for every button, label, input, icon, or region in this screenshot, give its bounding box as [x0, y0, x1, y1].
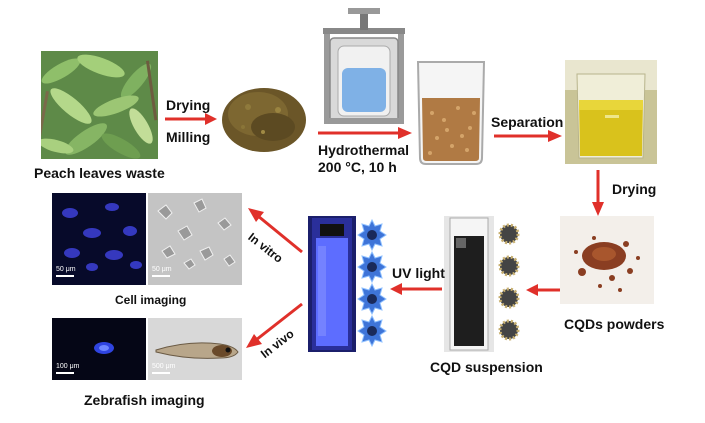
- scale-bar-label: 500 μm: [152, 363, 176, 370]
- cqd-particles-dark: [498, 223, 520, 341]
- conditions-label: 200 °C, 10 h: [318, 159, 397, 175]
- scale-bar-label: 50 μm: [152, 266, 172, 273]
- arrow-suspension-to-uv: [390, 283, 442, 295]
- arrow-liquid-to-powder: [592, 170, 604, 216]
- cell-imaging-label: Cell imaging: [115, 293, 187, 307]
- scale-bar-label: 100 μm: [56, 363, 80, 370]
- arrow-uv-to-invivo: [246, 302, 303, 348]
- drying2-label: Drying: [612, 181, 657, 197]
- zebrafish-brightfield-image: 500 μm: [148, 318, 242, 380]
- milling-label: Milling: [166, 129, 211, 145]
- arrow-beaker-to-liquid: [494, 130, 562, 142]
- scale-bar-label: 50 μm: [56, 266, 76, 273]
- uv-light-label: UV light: [392, 265, 445, 281]
- arrow-uv-to-invitro: [248, 208, 303, 254]
- arrow-leaves-to-powder: [165, 113, 217, 125]
- beaker-mixture-icon: [416, 61, 486, 165]
- zebrafish-fluorescence-image: 100 μm: [52, 318, 146, 380]
- drying-label: Drying: [166, 97, 211, 113]
- arrow-powder-to-beaker: [318, 127, 412, 139]
- cqd-particles-glow: [357, 218, 387, 348]
- yellow-liquid-photo: [565, 60, 657, 164]
- cqd-powders-label: CQDs powders: [564, 316, 665, 332]
- hydrothermal-reactor-icon: [323, 8, 405, 124]
- arrow-powder-to-suspension: [526, 284, 560, 296]
- zebrafish-imaging-label: Zebrafish imaging: [84, 392, 205, 408]
- cqd-suspension-cuvette: [444, 216, 494, 352]
- cqd-powder-photo: [560, 216, 654, 304]
- hydrothermal-label: Hydrothermal: [318, 142, 410, 158]
- cqd-suspension-label: CQD suspension: [430, 359, 543, 375]
- peach-leaves-photo: [41, 51, 158, 159]
- milled-powder-photo: [218, 82, 310, 154]
- peach-leaves-label: Peach leaves waste: [34, 165, 165, 181]
- uv-glow-cuvette: [308, 216, 356, 352]
- cell-fluorescence-image: 50 μm: [52, 193, 146, 285]
- cell-brightfield-image: 50 μm: [148, 193, 242, 285]
- separation-label: Separation: [491, 114, 564, 130]
